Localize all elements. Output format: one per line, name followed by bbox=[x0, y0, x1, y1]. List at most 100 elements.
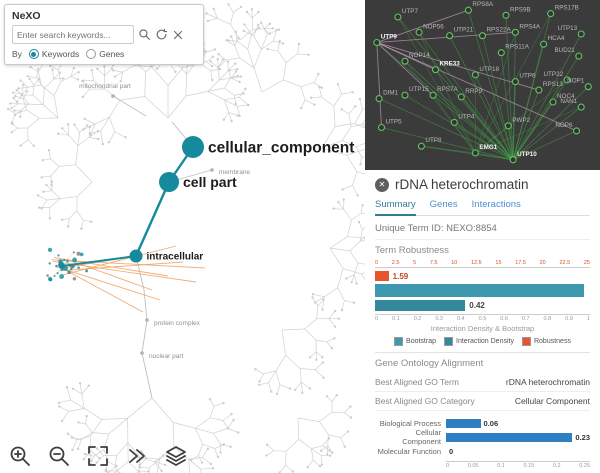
gene-node[interactable] bbox=[478, 32, 487, 40]
gene-node[interactable] bbox=[497, 49, 505, 57]
bar-fill bbox=[375, 284, 584, 297]
layers-button[interactable] bbox=[164, 444, 188, 468]
alignment-category-label: Biological Process bbox=[379, 418, 441, 428]
search-input[interactable] bbox=[12, 25, 134, 44]
gene-node[interactable] bbox=[417, 142, 425, 150]
gene-node[interactable] bbox=[431, 66, 440, 74]
gene-node[interactable] bbox=[502, 11, 510, 19]
gene-node[interactable] bbox=[540, 40, 548, 48]
close-icon[interactable]: ✕ bbox=[375, 177, 389, 192]
gene-node[interactable] bbox=[377, 123, 386, 132]
gene-label: UTP4 bbox=[458, 113, 475, 120]
legend-label: Bootstrap bbox=[406, 338, 436, 345]
zoom-in-button[interactable] bbox=[8, 444, 32, 468]
radio-keywords-label: Keywords bbox=[41, 49, 80, 59]
gene-node[interactable] bbox=[535, 86, 543, 94]
alignment-bar-fill bbox=[446, 432, 573, 442]
gene-node[interactable] bbox=[450, 118, 458, 126]
term-node[interactable] bbox=[159, 172, 179, 192]
gene-label: NOP6 bbox=[555, 122, 573, 129]
refresh-icon[interactable] bbox=[155, 28, 168, 41]
legend-swatch bbox=[444, 337, 453, 346]
gene-node[interactable] bbox=[577, 30, 585, 38]
selected-term-cluster[interactable] bbox=[46, 247, 89, 282]
gene-node[interactable] bbox=[563, 76, 571, 84]
ontology-node[interactable] bbox=[111, 94, 115, 98]
gene-node[interactable] bbox=[584, 83, 592, 91]
gene-node[interactable] bbox=[504, 122, 512, 130]
go-row-category: Best Aligned GO Category Cellular Compon… bbox=[375, 392, 590, 411]
gene-node[interactable] bbox=[401, 57, 409, 65]
term-node[interactable] bbox=[182, 136, 204, 158]
gene-edges bbox=[376, 9, 589, 161]
gene-node[interactable] bbox=[446, 32, 454, 40]
gene-node[interactable] bbox=[577, 103, 585, 111]
tab-summary[interactable]: Summary bbox=[375, 199, 416, 216]
search-icon[interactable] bbox=[138, 28, 151, 41]
go-row-label: Best Aligned GO Term bbox=[375, 377, 459, 387]
go-row-label: Best Aligned GO Category bbox=[375, 396, 475, 406]
gene-node[interactable] bbox=[509, 156, 517, 164]
viz-toolbar bbox=[8, 444, 188, 468]
gene-node[interactable] bbox=[375, 95, 383, 103]
gene-node[interactable] bbox=[549, 98, 557, 106]
gene-node[interactable] bbox=[547, 10, 555, 18]
go-row-value: Cellular Component bbox=[514, 396, 590, 406]
gene-label: NOP56 bbox=[423, 23, 444, 30]
gene-node[interactable] bbox=[511, 78, 519, 86]
gene-node[interactable] bbox=[575, 52, 583, 60]
gene-label: HCA4 bbox=[548, 35, 565, 42]
radio-genes[interactable]: Genes bbox=[86, 49, 124, 59]
ontology-node[interactable] bbox=[145, 318, 149, 322]
term-title: rDNA heterochromatin bbox=[395, 177, 529, 192]
bar-fill bbox=[375, 300, 466, 311]
tab-genes[interactable]: Genes bbox=[429, 199, 458, 210]
gene-node[interactable] bbox=[394, 13, 402, 21]
gene-node[interactable] bbox=[401, 91, 409, 99]
bar-fill bbox=[375, 271, 389, 281]
gene-node[interactable] bbox=[471, 149, 479, 157]
zoom-out-button[interactable] bbox=[47, 444, 71, 468]
gene-node[interactable] bbox=[429, 91, 437, 99]
radio-keywords[interactable]: Keywords bbox=[28, 49, 80, 59]
gene-label: RPS17B bbox=[555, 5, 579, 12]
tab-interactions[interactable]: Interactions bbox=[471, 199, 521, 210]
gene-label: UTP15 bbox=[409, 86, 429, 93]
ontology-node-label: membrane bbox=[219, 169, 250, 176]
alignment-bar-value: 0.23 bbox=[575, 432, 590, 442]
gene-node[interactable] bbox=[572, 127, 581, 135]
ontology-node[interactable] bbox=[210, 168, 214, 172]
gene-node[interactable] bbox=[373, 38, 381, 47]
unique-term-id: Unique Term ID: NEXO:8854 bbox=[375, 223, 590, 240]
alignment-bar-fill bbox=[446, 418, 481, 428]
go-alignment-title: Gene Ontology Alignment bbox=[375, 358, 484, 369]
gene-node[interactable] bbox=[511, 28, 519, 36]
clear-icon[interactable] bbox=[172, 29, 184, 41]
radio-genes-circle[interactable] bbox=[86, 49, 97, 59]
gene-node[interactable] bbox=[464, 6, 472, 14]
gene-label: UTP18 bbox=[479, 66, 499, 73]
term-node[interactable] bbox=[129, 249, 143, 263]
gene-node[interactable] bbox=[415, 28, 423, 36]
ontology-node-label: protein complex bbox=[154, 320, 201, 327]
gene-node[interactable] bbox=[471, 71, 479, 79]
gene-label: UTP13 bbox=[558, 25, 578, 32]
term-label: intracellular bbox=[147, 252, 204, 263]
expand-branches-button[interactable] bbox=[125, 444, 149, 468]
gene-node[interactable] bbox=[457, 93, 465, 101]
gene-label: RPS13 bbox=[543, 81, 563, 88]
go-row-value: rDNA heterochromatin bbox=[505, 377, 590, 387]
fit-to-screen-button[interactable] bbox=[86, 444, 110, 468]
radio-keywords-circle[interactable] bbox=[28, 49, 39, 59]
app-title: NeXO bbox=[12, 10, 41, 22]
ontology-node[interactable] bbox=[140, 351, 144, 355]
gene-label: UTP22 bbox=[543, 71, 563, 78]
